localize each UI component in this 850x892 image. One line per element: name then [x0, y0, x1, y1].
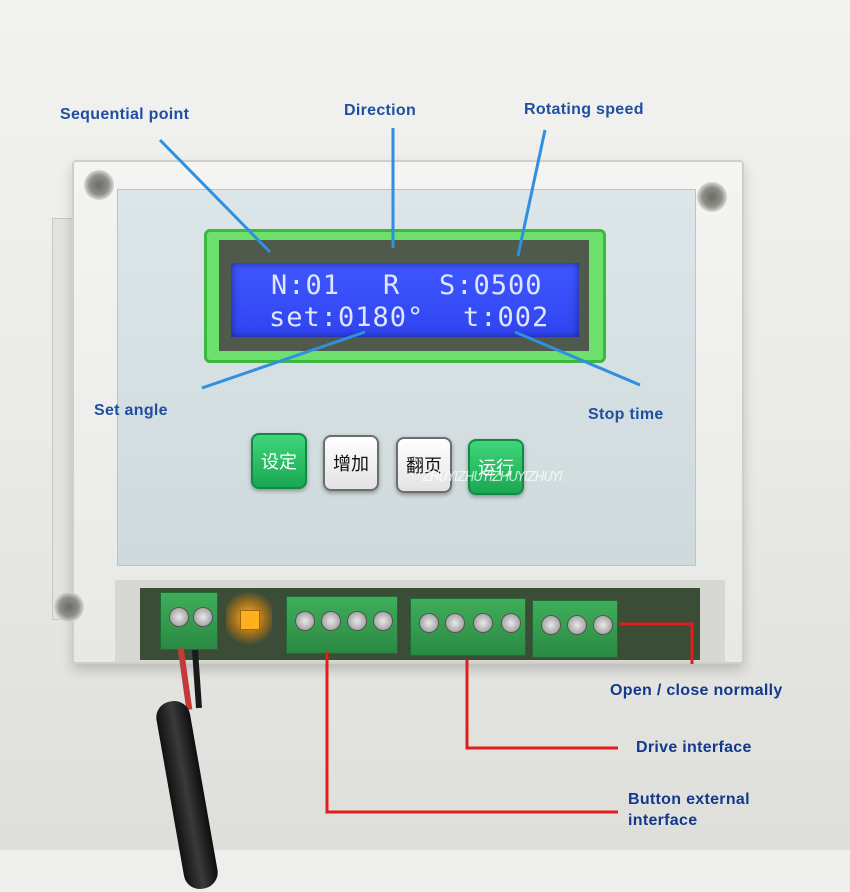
label-direction: Direction [344, 102, 417, 119]
screw-icon [193, 607, 213, 627]
terminal-block-drive [410, 598, 526, 656]
page-turn-button[interactable]: 翻页 [396, 437, 452, 493]
label-rotating-speed: Rotating speed [524, 101, 644, 118]
label-open-close-normally: Open / close normally [610, 682, 783, 699]
mount-hole-bottom-left [54, 592, 84, 622]
terminal-block-relay [532, 600, 618, 658]
increase-button[interactable]: 增加 [323, 435, 379, 491]
lcd-stop-time: t:002 [463, 302, 550, 333]
label-drive-interface: Drive interface [636, 739, 752, 756]
callout-line-button-external [325, 652, 618, 814]
callout-lines [158, 128, 694, 814]
mount-hole-top-right [697, 182, 727, 212]
callout-line-open-close [620, 622, 694, 664]
lcd-direction: R [383, 270, 401, 301]
screw-icon [541, 615, 561, 635]
screw-icon [473, 613, 493, 633]
callout-line-stop-time [514, 330, 641, 387]
screw-icon [567, 615, 587, 635]
lcd-rotating-speed: S:0500 [439, 270, 543, 301]
screw-icon [593, 615, 613, 635]
callout-line-rotating-speed [516, 129, 547, 257]
screw-icon [501, 613, 521, 633]
terminal-block-power [160, 592, 218, 650]
label-sequential-point: Sequential point [60, 106, 190, 123]
screw-icon [347, 611, 367, 631]
lcd-line-1: N:01 R S:0500 [231, 269, 579, 303]
label-button-external-line2: interface [628, 812, 698, 829]
mount-hole-top-left [84, 170, 114, 200]
lcd-sequential-point: N:01 [271, 270, 341, 301]
callout-line-set-angle [201, 330, 366, 390]
label-set-angle: Set angle [94, 402, 168, 419]
lcd-screen: N:01 R S:0500 set:0180° t:002 [231, 263, 579, 337]
label-stop-time: Stop time [588, 406, 664, 423]
screw-icon [321, 611, 341, 631]
terminal-block-button-external [286, 596, 398, 654]
screw-icon [295, 611, 315, 631]
screw-icon [445, 613, 465, 633]
status-led-icon [240, 610, 260, 630]
label-button-external-line1: Button external [628, 791, 750, 808]
screw-icon [373, 611, 393, 631]
lcd-set-angle: set:0180° [269, 302, 425, 333]
callout-line-sequential-point [158, 138, 272, 254]
watermark-text: ZHUYIZHUYIZHUYIZHUYI [422, 470, 563, 485]
screw-icon [169, 607, 189, 627]
screw-icon [419, 613, 439, 633]
callout-line-drive-interface [465, 660, 618, 750]
run-button[interactable]: 运行 [468, 439, 524, 495]
set-button[interactable]: 设定 [251, 433, 307, 489]
lcd-line-2: set:0180° t:002 [231, 301, 579, 335]
